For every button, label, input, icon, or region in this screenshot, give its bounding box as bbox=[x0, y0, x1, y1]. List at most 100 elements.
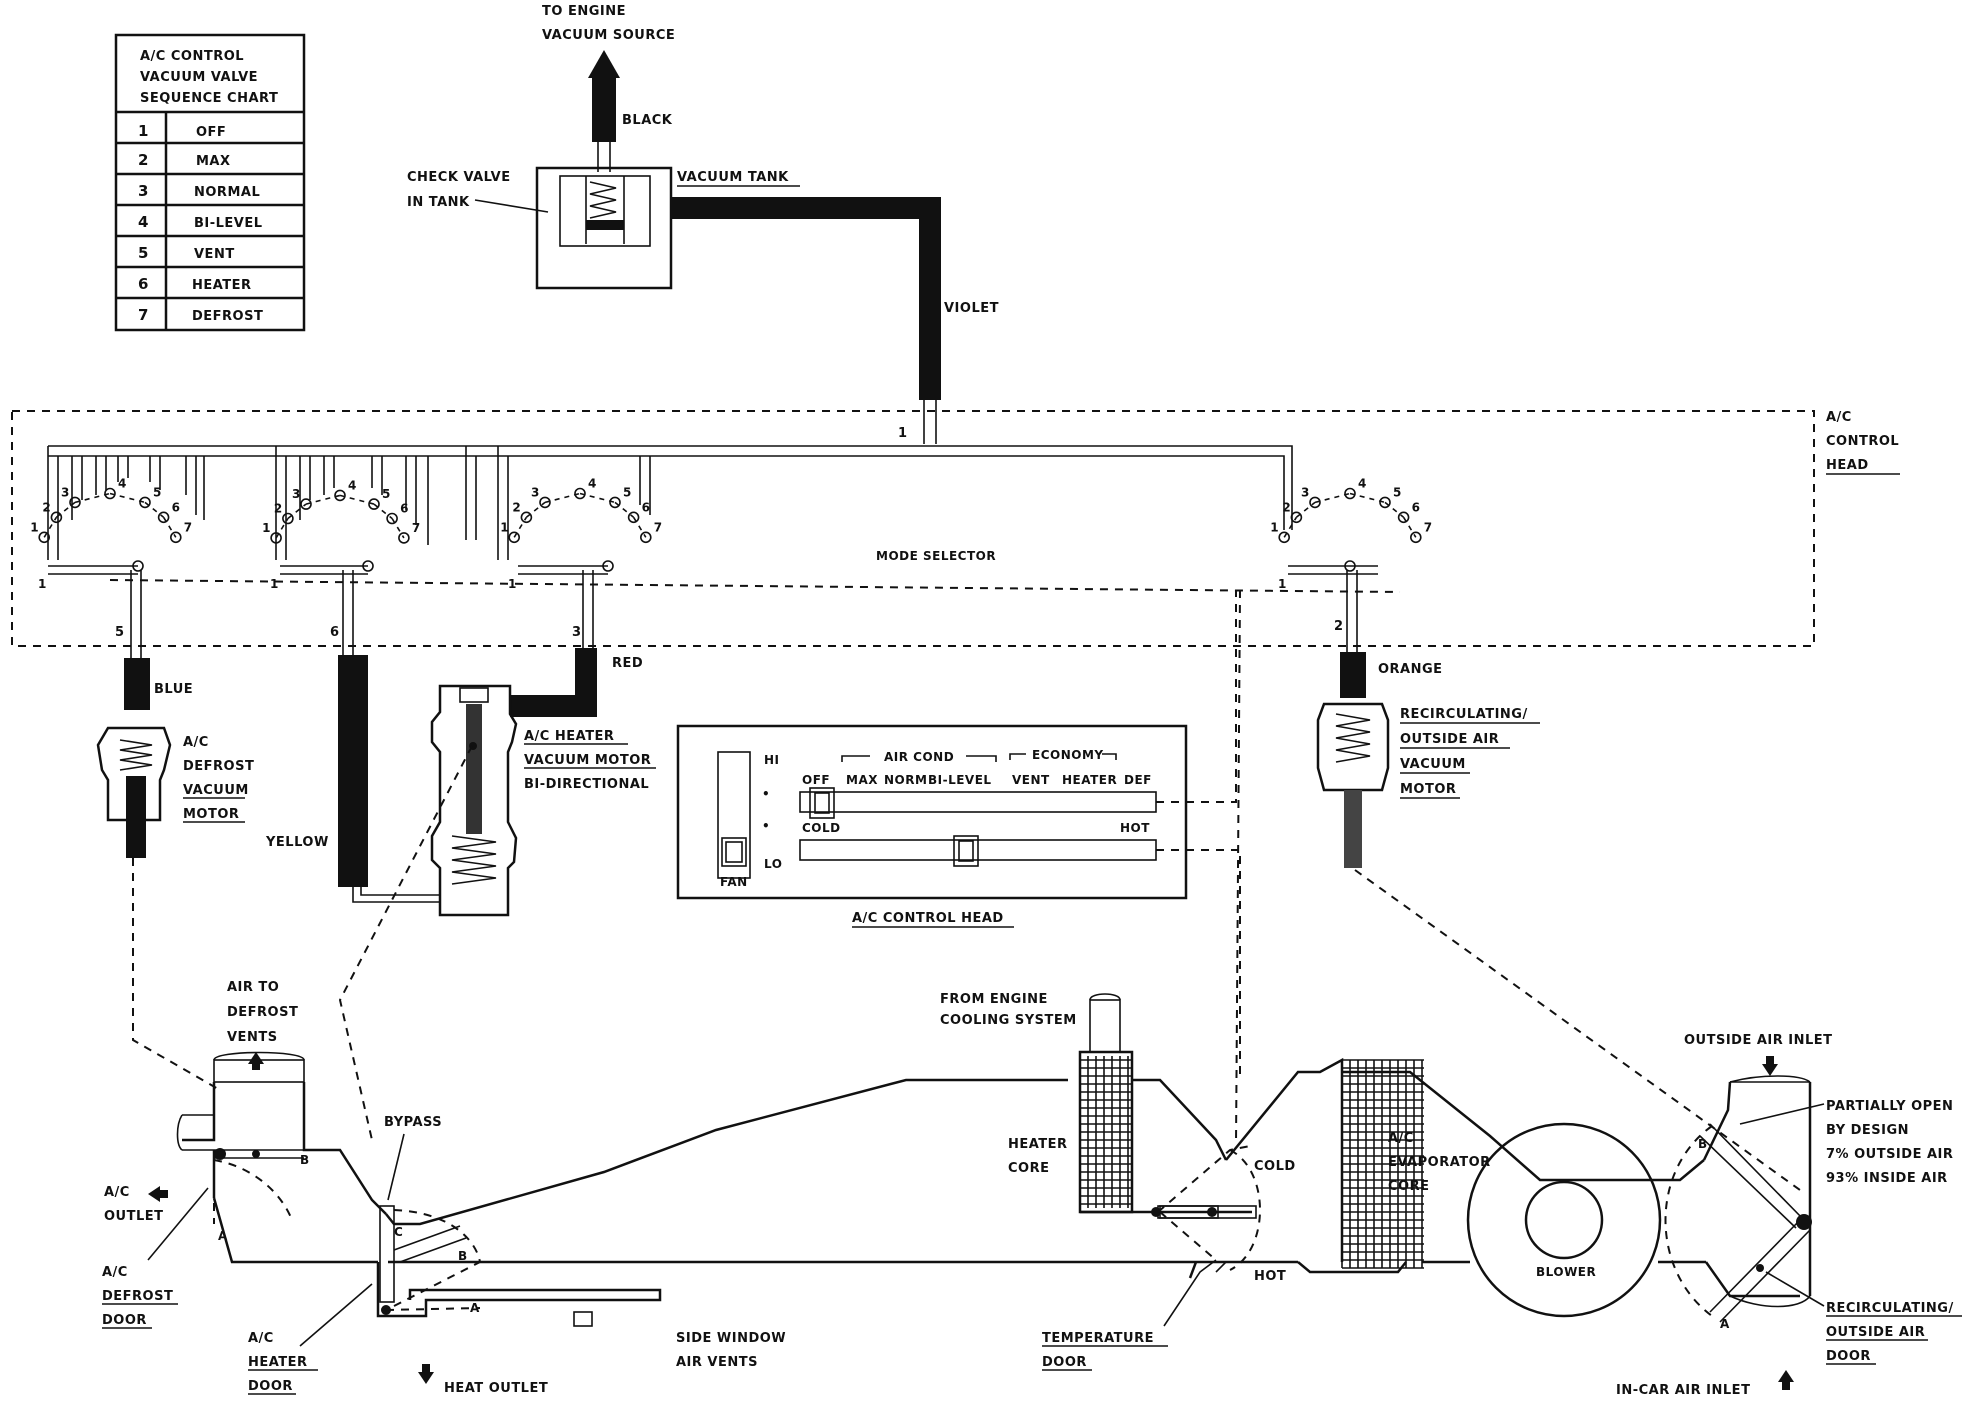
valve-port bbox=[627, 511, 640, 524]
defrost-motor-label-1: A/C bbox=[183, 735, 209, 750]
engine-cooling-label-1: FROM ENGINE bbox=[940, 992, 1048, 1007]
port-2-label: 2 bbox=[1334, 619, 1344, 634]
fan-slider-knob[interactable] bbox=[721, 837, 747, 867]
engine-cooling-label-2: COOLING SYSTEM bbox=[940, 1013, 1077, 1028]
hvac-duct bbox=[176, 993, 1812, 1327]
heater-core-label-2: CORE bbox=[1008, 1161, 1049, 1176]
chart-num-7: 7 bbox=[138, 306, 149, 324]
valve-port bbox=[520, 511, 533, 524]
chart-mode-5: VENT bbox=[194, 247, 235, 262]
chart-mode-1: OFF bbox=[196, 125, 226, 140]
temp-slider-knob[interactable] bbox=[953, 835, 979, 867]
heater-vacuum-motor: A/C HEATER VACUUM MOTOR BI-DIRECTIONAL bbox=[430, 684, 656, 917]
outside-inlet-label: OUTSIDE AIR INLET bbox=[1684, 1033, 1833, 1048]
valve-port bbox=[574, 487, 586, 500]
evap-label-3: CORE bbox=[1388, 1179, 1429, 1194]
orange-hose: ORANGE bbox=[1340, 570, 1442, 698]
defrost-door-label-1: A/C bbox=[102, 1265, 128, 1280]
control-head-box: A/C CONTROL HEAD 1 MODE SELECTOR bbox=[11, 410, 1900, 647]
temp-cold-label: COLD bbox=[802, 821, 841, 835]
recirc-motor-spring-icon bbox=[1335, 713, 1371, 763]
defrost-door-b-label: B bbox=[300, 1153, 310, 1167]
side-window-label-2: AIR VENTS bbox=[676, 1355, 758, 1370]
chart-num-3: 3 bbox=[138, 182, 149, 200]
valve-port bbox=[1379, 496, 1391, 509]
valve-port bbox=[334, 489, 346, 502]
heater-motor-label-1: A/C HEATER bbox=[524, 729, 614, 744]
valve-port-number: 7 bbox=[654, 520, 663, 534]
mode-heater-label: HEATER bbox=[1062, 773, 1117, 787]
valve-port-number: 3 bbox=[61, 485, 70, 499]
defrost-vacuum-motor: A/C DEFROST VACUUM MOTOR bbox=[96, 726, 254, 858]
control-head-label-3: HEAD bbox=[1826, 458, 1869, 473]
defrost-door-label-2: DEFROST bbox=[102, 1289, 173, 1304]
heater-door-label-1: A/C bbox=[248, 1331, 274, 1346]
valve-port bbox=[139, 496, 151, 509]
mode-max-label: MAX bbox=[846, 773, 878, 787]
valve-port-number: 1 bbox=[262, 521, 271, 535]
valve-port-number: 4 bbox=[118, 477, 127, 491]
mode-vent-label: VENT bbox=[1012, 773, 1050, 787]
red-hose-label: RED bbox=[612, 656, 643, 671]
valve-port bbox=[300, 498, 312, 510]
recirc-door-label-2: OUTSIDE AIR bbox=[1826, 1325, 1925, 1340]
recirc-motor-label-2: OUTSIDE AIR bbox=[1400, 732, 1499, 747]
mode-slider-track[interactable] bbox=[799, 791, 1157, 813]
mode-slider-knob[interactable] bbox=[809, 787, 835, 819]
recirc-door-label-1: RECIRCULATING/ bbox=[1826, 1301, 1954, 1316]
heater-core-label-1: HEATER bbox=[1008, 1137, 1068, 1152]
heater-motor-label-2: VACUUM MOTOR bbox=[524, 753, 651, 768]
valve-port bbox=[1344, 487, 1356, 500]
mode-bilevel-label: BI-LEVEL bbox=[928, 773, 992, 787]
temp-cold-zone-label: COLD bbox=[1254, 1159, 1296, 1174]
valve-port-number: 7 bbox=[1424, 520, 1433, 534]
chart-title-2: VACUUM VALVE bbox=[140, 70, 258, 85]
defrost-motor-label-3: VACUUM bbox=[183, 783, 249, 798]
valve-port bbox=[38, 531, 51, 544]
port-3-label: 3 bbox=[572, 625, 582, 640]
valve-port-number: 6 bbox=[1412, 500, 1421, 514]
bypass-label: BYPASS bbox=[384, 1115, 442, 1130]
partially-open-label-3: 7% OUTSIDE AIR bbox=[1826, 1147, 1953, 1162]
engine-vacuum-label-1: TO ENGINE bbox=[542, 4, 626, 19]
valve-port bbox=[104, 487, 116, 500]
valve-port bbox=[1290, 511, 1303, 524]
heater-door-b-label: B bbox=[458, 1249, 468, 1263]
check-valve-label-2: IN TANK bbox=[407, 195, 470, 210]
heater-door-a-label: A bbox=[470, 1301, 480, 1315]
recirc-door-b-label: B bbox=[1698, 1137, 1708, 1151]
valve-port-number: 5 bbox=[1393, 485, 1402, 499]
valve-port-number: 5 bbox=[153, 485, 162, 499]
valve-port bbox=[50, 511, 63, 524]
valve-port bbox=[1410, 531, 1422, 544]
valve-port bbox=[270, 532, 282, 544]
valve-port-number: 3 bbox=[531, 485, 540, 499]
arrow-up-icon bbox=[588, 50, 620, 78]
valve-port bbox=[282, 512, 294, 525]
valve-port bbox=[170, 531, 182, 544]
violet-hose bbox=[671, 197, 941, 400]
valve-port bbox=[609, 496, 621, 509]
valve-port-number: 4 bbox=[348, 478, 357, 492]
defrost-door-label-3: DOOR bbox=[102, 1313, 147, 1328]
fan-dot-1: • bbox=[762, 787, 770, 801]
panel-caption: A/C CONTROL HEAD bbox=[852, 911, 1004, 926]
chart-num-5: 5 bbox=[138, 244, 149, 262]
fan-dot-2: • bbox=[762, 819, 770, 833]
valve-port-number: 2 bbox=[42, 500, 51, 514]
blue-hose-label: BLUE bbox=[154, 682, 193, 697]
chart-num-2: 2 bbox=[138, 151, 149, 169]
black-hose bbox=[592, 78, 616, 142]
partially-open-label-2: BY DESIGN bbox=[1826, 1123, 1909, 1138]
temp-door-label-1: TEMPERATURE bbox=[1042, 1331, 1154, 1346]
recirc-door-label-3: DOOR bbox=[1826, 1349, 1871, 1364]
fan-slider-track[interactable] bbox=[717, 751, 751, 879]
heater-core bbox=[1078, 993, 1134, 1214]
partially-open-label-1: PARTIALLY OPEN bbox=[1826, 1099, 1953, 1114]
valve-port-number: 6 bbox=[642, 500, 651, 514]
evap-label-1: A/C bbox=[1388, 1131, 1414, 1146]
chart-mode-4: BI-LEVEL bbox=[194, 216, 263, 231]
valve-port-number: 1 bbox=[30, 520, 39, 534]
recirc-vacuum-motor: RECIRCULATING/ OUTSIDE AIR VACUUM MOTOR bbox=[1316, 702, 1540, 868]
